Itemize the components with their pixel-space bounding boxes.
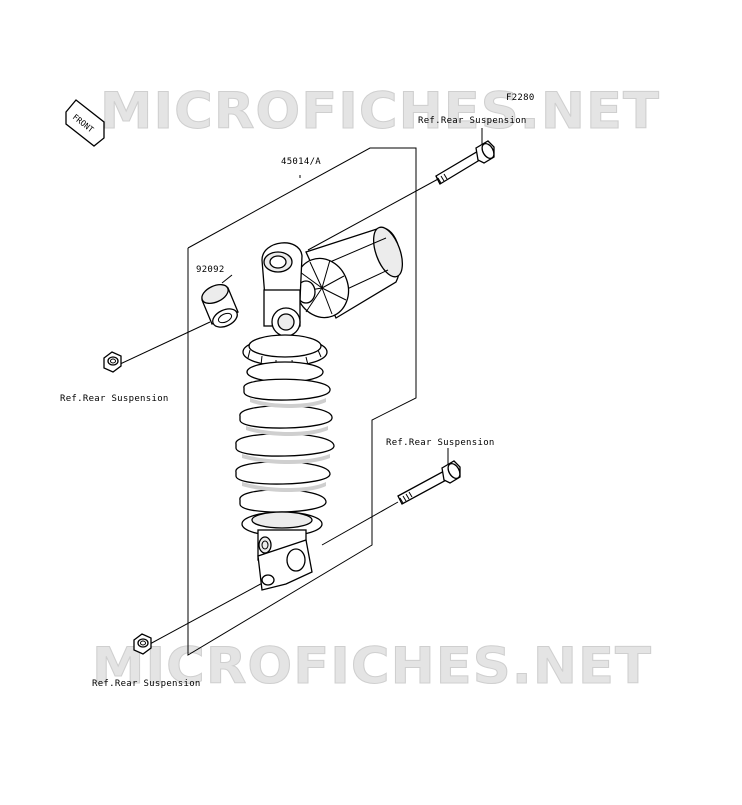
- front-arrow-icon: FRONT: [65, 99, 105, 147]
- watermark-top: MICROFICHES.NET: [100, 82, 660, 140]
- label-92092: 92092: [196, 265, 225, 275]
- bushing-92092: [201, 283, 239, 328]
- leader-upper-bolt: [307, 177, 441, 251]
- upper-bolt: [435, 140, 495, 185]
- label-45014-a: 45014/A: [281, 157, 321, 167]
- upper-nut: [103, 351, 122, 373]
- watermark-bottom: MICROFICHES.NET: [92, 637, 652, 695]
- assembly-bracket: [187, 147, 417, 656]
- shock-absorber: [235, 226, 404, 591]
- leader-92092: [221, 274, 233, 284]
- lower-bolt: [397, 460, 461, 505]
- leader-lower-nut: [147, 579, 269, 646]
- leader-lower-bolt: [321, 501, 399, 546]
- label-ref-left: Ref.Rear Suspension: [60, 394, 169, 404]
- lower-nut: [133, 633, 152, 655]
- label-ref-top-right: Ref.Rear Suspension: [418, 116, 527, 126]
- label-ref-mid-right: Ref.Rear Suspension: [386, 438, 495, 448]
- label-ref-bottom-left: Ref.Rear Suspension: [92, 679, 201, 689]
- leader-upper-nut: [117, 321, 211, 366]
- diagram-code: F2280: [506, 93, 535, 103]
